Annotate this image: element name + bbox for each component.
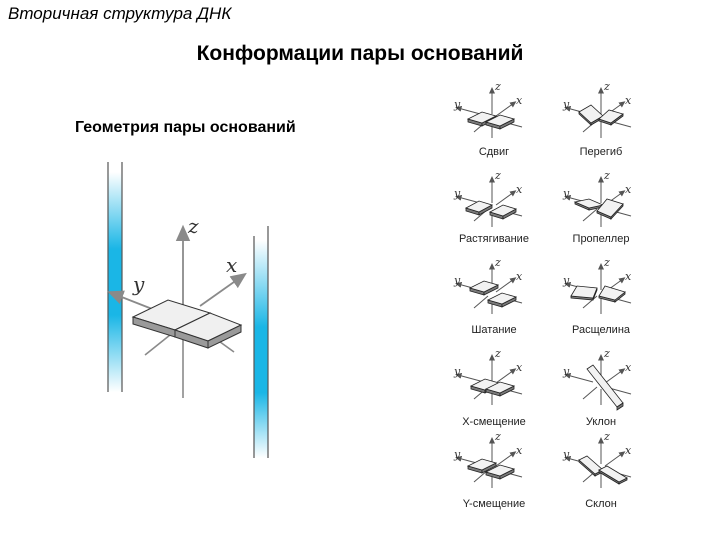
small-z-label: z	[603, 169, 610, 182]
conformation-label: Y-смещение	[463, 498, 526, 510]
base-pair-plates	[131, 299, 243, 349]
conformation-label: Склон	[585, 498, 617, 510]
small-z-label: z	[603, 430, 610, 443]
conformation-label: Уклон	[586, 416, 616, 428]
conformation-label: Шатание	[471, 324, 516, 336]
small-y-label: y	[453, 274, 461, 287]
small-y-label: y	[453, 365, 461, 378]
conformation-label: X-смещение	[462, 416, 526, 428]
small-y-label: y	[453, 448, 461, 461]
small-y-label: y	[562, 187, 570, 200]
small-y-label: y	[562, 274, 570, 287]
base-pair-plates	[469, 378, 516, 397]
small-x-label: x	[516, 183, 523, 196]
helix-strand-right	[253, 226, 269, 458]
small-x-axis	[495, 368, 517, 384]
x-axis	[199, 272, 247, 307]
small-y-axis	[455, 373, 485, 383]
base-pair-plates	[466, 111, 516, 130]
small-z-label: z	[494, 169, 501, 182]
z-axis-label: z	[187, 214, 199, 238]
base-pair-plates	[578, 455, 628, 485]
page-title: Конформации пары оснований	[196, 42, 524, 65]
small-y-axis	[564, 373, 594, 383]
base-pair-plates	[464, 200, 518, 220]
section-title: Вторичная структура ДНК	[8, 4, 232, 23]
small-x-label: x	[516, 270, 523, 283]
small-x-axis	[604, 451, 626, 467]
left-panel-subtitle: Геометрия пары оснований	[75, 119, 296, 136]
small-z-label: z	[494, 347, 501, 360]
base-pair-plates	[578, 104, 624, 126]
small-z-label: z	[603, 256, 610, 269]
small-y-label: y	[453, 98, 461, 111]
base-pair-plates	[468, 280, 518, 308]
small-x-label: x	[516, 94, 523, 107]
small-x-label: x	[625, 444, 632, 457]
small-x-label: x	[516, 361, 523, 374]
small-y-label: y	[562, 448, 570, 461]
small-y-label: y	[453, 187, 461, 200]
conformation-label: Растягивание	[459, 233, 529, 245]
conformation-label: Перегиб	[580, 146, 623, 158]
conformation-grid: zxyСдвигzxyПерегибzxyРастягиваниеzxyПроп…	[453, 80, 632, 510]
small-x-axis	[495, 277, 517, 293]
small-y-label: y	[562, 365, 570, 378]
conformation-label: Сдвиг	[479, 146, 509, 158]
conformation-label: Расщелина	[572, 324, 631, 336]
small-z-label: z	[603, 347, 610, 360]
conformation-label: Пропеллер	[573, 233, 630, 245]
small-z-label: z	[494, 80, 501, 93]
x-axis-label: x	[226, 253, 237, 277]
base-pair-plates	[570, 285, 626, 303]
small-x-axis	[495, 451, 517, 467]
base-pair-plates	[586, 364, 624, 411]
small-y-label: y	[562, 98, 570, 111]
base-pair-geometry-illustration: z x y	[107, 162, 269, 458]
small-x-label: x	[516, 444, 523, 457]
small-x-label: x	[625, 361, 632, 374]
y-axis-label: y	[132, 272, 145, 296]
small-x-label: x	[625, 183, 632, 196]
base-pair-plates	[466, 458, 516, 480]
small-x-label: x	[625, 270, 632, 283]
small-z-label: z	[494, 256, 501, 269]
conformation-cell-9: z x yY-смещение	[453, 430, 525, 510]
small-x-axis	[604, 368, 626, 384]
small-z-label: z	[603, 80, 610, 93]
base-pair-plates	[573, 198, 624, 221]
small-z-label: z	[494, 430, 501, 443]
small-x-label: x	[625, 94, 632, 107]
small-x-axis	[495, 190, 517, 206]
small-x-axis	[495, 101, 517, 117]
helix-strand-left	[107, 162, 123, 392]
conformation-cell-7: z x yX-смещение	[453, 347, 526, 428]
